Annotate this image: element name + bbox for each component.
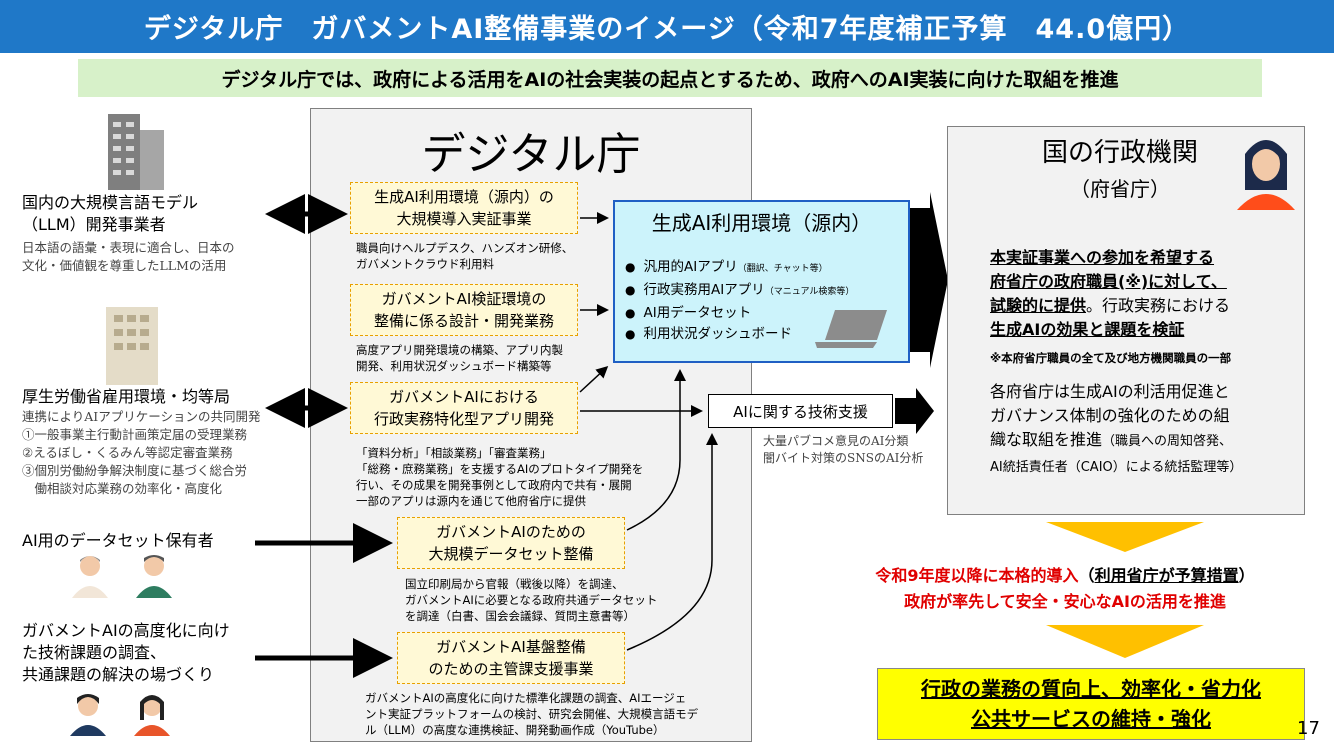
genai-env-demo-box: 生成AI利用環境（源内）の 大規模導入実証事業	[350, 182, 578, 234]
office-building-icon	[106, 307, 158, 385]
page-title: デジタル庁 ガバメントAI整備事業のイメージ（令和7年度補正予算 44.0億円）	[0, 0, 1334, 53]
dataset-box: ガバメントAIのための 大規模データセット整備	[397, 517, 625, 569]
gov-agencies-panel	[947, 126, 1305, 515]
building-icon	[108, 114, 164, 190]
goal-box: 行政の業務の質向上、効率化・省力化 公共サービスの維持・強化	[877, 668, 1305, 740]
genai-item: 行政実務用AIアプリ（マニュアル検索等）	[625, 280, 854, 303]
llm-developers-title: 国内の大規模言語モデル （LLM）開発事業者	[22, 193, 199, 234]
down-arrow-1	[1046, 522, 1204, 552]
research-title: ガバメントAIの高度化に向け た技術課題の調査、 共通課題の解決の場づくり	[22, 621, 230, 684]
genai-item: 汎用的AIアプリ（翻訳、チャット等）	[625, 257, 854, 280]
down-arrow-2	[1046, 625, 1204, 658]
genai-item: 利用状況ダッシュボード	[625, 324, 854, 345]
genai-env-title: 生成AI利用環境（源内）	[651, 211, 872, 235]
admin-app-dev-desc: 「資料分析」「相談業務」「審査業務」 「総務・庶務業務」を支援するAIのプロトタ…	[356, 446, 644, 508]
digital-agency-title: デジタル庁	[421, 129, 641, 180]
mhlw-title: 厚生労働省雇用環境・均等局	[22, 387, 231, 406]
gov-governance-text: 各府省庁は生成AIの利活用促進と ガバナンス体制の強化のための組 織な取組を推進…	[990, 382, 1243, 475]
verification-env-box: ガバメントAI検証環境の 整備に係る設計・開発業務	[350, 284, 578, 336]
researchers-icon	[70, 694, 170, 736]
mhlw-desc: 連携によりAIアプリケーションの共同開発 ①一般事業主行動計画策定届の受理業務 …	[22, 409, 261, 496]
laptop-icon	[815, 310, 887, 348]
future-rollout-text: 令和9年度以降に本格的導入（利用省庁が予算措置） 政府が率先して安全・安心なAI…	[875, 566, 1255, 611]
support-business-box: ガバメントAI基盤整備 のための主管課支援事業	[397, 632, 625, 684]
official-avatar-icon	[1237, 140, 1295, 210]
gov-agencies-sub: （府省庁）	[1070, 177, 1170, 201]
tech-support-desc: 大量パブコメ意見のAI分類 闇バイト対策のSNSのAI分析	[763, 434, 924, 465]
gov-agencies-title: 国の行政機関	[1041, 138, 1198, 168]
dataset-desc: 国立印刷局から官報（戦後以降）を調達、 ガバメントAIに必要となる政府共通データ…	[405, 577, 658, 623]
verification-env-desc: 高度アプリ開発環境の構築、アプリ内製 開発、利用状況ダッシュボード構築等	[356, 343, 563, 373]
page-subtitle: デジタル庁では、政府による活用をAIの社会実装の起点とするため、政府へのAI実装…	[78, 59, 1262, 97]
admin-app-dev-box: ガバメントAIにおける 行政実務特化型アプリ開発	[350, 382, 578, 434]
goal-line-2: 公共サービスの維持・強化	[971, 707, 1211, 731]
genai-env-demo-desc: 職員向けヘルプデスク、ハンズオン研修、 ガバメントクラウド利用料	[356, 241, 574, 271]
support-business-desc: ガバメントAIの高度化に向けた標準化課題の調査、AIエージェ ント実証プラットフ…	[365, 691, 699, 737]
genai-item: AI用データセット	[625, 303, 854, 324]
people-icon	[72, 555, 172, 598]
gov-trial-text: 本実証事業への参加を希望する 府省庁の政府職員(※)に対して、 試験的に提供。行…	[990, 248, 1231, 339]
goal-line-1: 行政の業務の質向上、効率化・省力化	[921, 677, 1261, 701]
gov-note: ※本府省庁職員の全て及び地方機関職員の一部	[990, 351, 1232, 365]
page-number: 17	[1297, 718, 1320, 739]
dataset-holders-title: AI用のデータセット保有者	[22, 531, 214, 550]
genai-env-list: 汎用的AIアプリ（翻訳、チャット等） 行政実務用AIアプリ（マニュアル検索等） …	[625, 257, 854, 345]
llm-developers-desc: 日本語の語彙・表現に適合し、日本の 文化・価値観を尊重したLLMの活用	[22, 240, 235, 273]
tech-support-box: AIに関する技術支援	[708, 394, 893, 428]
